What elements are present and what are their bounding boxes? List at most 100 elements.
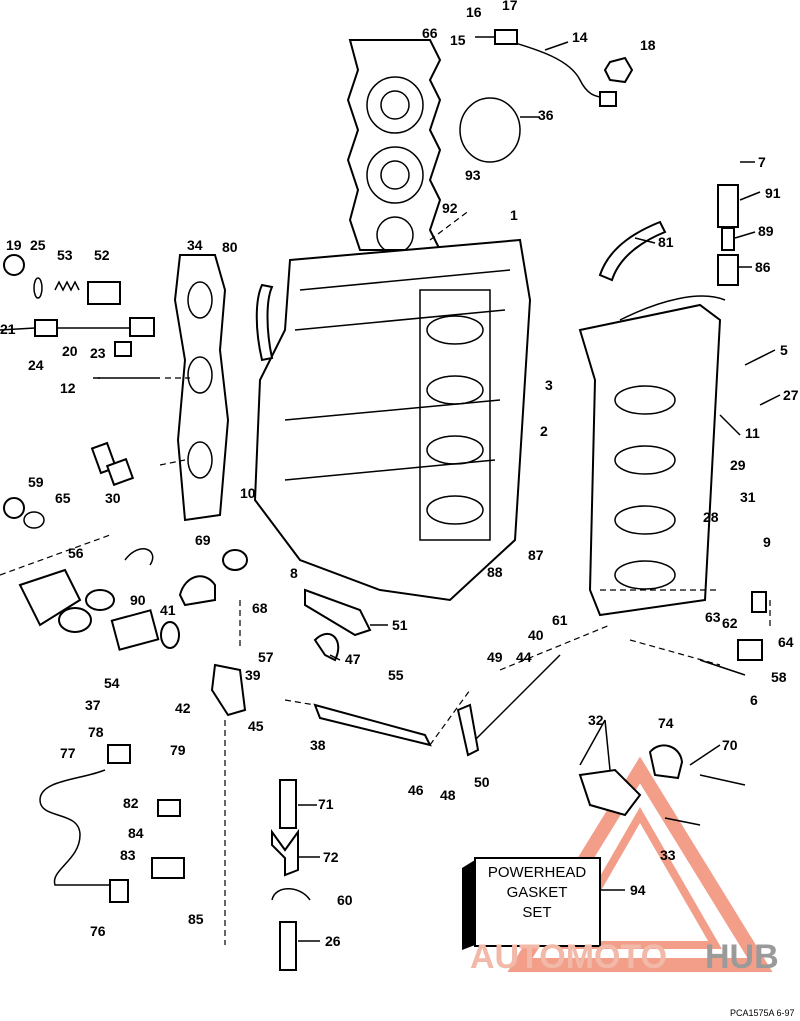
callout-label: 74: [658, 715, 674, 731]
bolt-70: [699, 774, 746, 786]
callout-label: 24: [28, 357, 44, 373]
fitting-86: [717, 254, 739, 286]
wire-harness-76: [39, 769, 110, 886]
callout-label: 17: [502, 0, 518, 13]
callout-label: 90: [130, 592, 146, 608]
cylinder-head-66: [346, 39, 442, 254]
callout-label: 44: [516, 649, 532, 665]
bracket-32: [578, 768, 642, 817]
callout-label: 8: [290, 565, 298, 581]
callout-label: 50: [474, 774, 490, 790]
callout-label: 7: [758, 154, 766, 170]
callout-label: 25: [30, 237, 46, 253]
callout-label: 87: [528, 547, 544, 563]
callout-label: 20: [62, 343, 78, 359]
cap-59: [3, 497, 25, 519]
nut-18: [603, 56, 634, 84]
connector-20: [129, 317, 155, 337]
gasket-box-line3: SET: [522, 904, 551, 921]
callout-label: 64: [778, 634, 794, 650]
callout-label: 93: [465, 167, 481, 183]
callout-label: 81: [658, 234, 674, 250]
callout-label: 76: [90, 923, 106, 939]
plate-45: [210, 663, 247, 717]
sensor-wire-14: [494, 29, 617, 107]
callout-leaders: [0, 36, 781, 942]
clip-60-bottom: [271, 888, 311, 901]
callout-label: 80: [222, 239, 238, 255]
callout-label: 40: [528, 627, 544, 643]
exhaust-cover-34: [173, 254, 230, 522]
grommet-23: [114, 341, 132, 357]
callout-label: 56: [68, 545, 84, 561]
watermark-text-automoto: AUTOMOTO: [470, 938, 667, 976]
callout-label: 41: [160, 602, 176, 618]
callout-label: 46: [408, 782, 424, 798]
callout-label: 86: [755, 259, 771, 275]
callout-label: 2: [540, 423, 548, 439]
callout-label: 79: [170, 742, 186, 758]
callout-label: 16: [466, 4, 482, 20]
callout-label: 29: [730, 457, 746, 473]
ring-65: [23, 511, 45, 529]
callout-label: 59: [28, 474, 44, 490]
callout-label: 89: [758, 223, 774, 239]
solenoid-56: [18, 568, 115, 633]
sleeve-90: [110, 609, 160, 651]
callout-label: 66: [422, 25, 438, 41]
arm-50: [456, 703, 480, 757]
callout-label: 30: [105, 490, 121, 506]
callout-label: 85: [188, 911, 204, 927]
callout-label: 62: [722, 615, 738, 631]
callout-label: 57: [258, 649, 274, 665]
callout-label: 70: [722, 737, 738, 753]
tee-72: [271, 828, 299, 877]
hose-71-top: [255, 283, 274, 362]
callout-label: 68: [252, 600, 268, 616]
callout-label: 10: [240, 485, 256, 501]
callout-label: 37: [85, 697, 101, 713]
callout-label: 19: [6, 237, 22, 253]
plug-19: [3, 254, 25, 276]
gasket-set-box: POWERHEAD GASKET SET 94: [462, 857, 646, 950]
bracket-58: [737, 639, 763, 661]
gasket-box-callout: 94: [630, 882, 646, 898]
callout-label: 71: [318, 796, 334, 812]
callout-label: 36: [538, 107, 554, 123]
callout-label: 5: [780, 342, 788, 358]
callout-label: 18: [640, 37, 656, 53]
hose-71-bottom: [279, 779, 297, 829]
sensor-78: [107, 744, 131, 764]
callout-label: 1: [510, 207, 518, 223]
callout-label: 60: [337, 892, 353, 908]
fitting-91: [717, 184, 739, 228]
bolt-33: [664, 817, 701, 826]
link-38: [313, 703, 432, 747]
fitting-89: [721, 227, 735, 251]
callout-labels: 1 2 3 5 6 7 8 9 10 11 12 14 15 16 17 18 …: [0, 0, 799, 949]
callout-label: 9: [763, 534, 771, 550]
reference-code: PCA1575A 6-97: [730, 1008, 795, 1018]
valve-52: [87, 281, 121, 305]
bracket-51: [304, 588, 372, 637]
clip-83: [151, 857, 185, 879]
callout-label: 61: [552, 612, 568, 628]
callout-label: 3: [545, 377, 553, 393]
callout-label: 53: [57, 247, 73, 263]
callout-label: 83: [120, 847, 136, 863]
hose-26: [279, 921, 297, 971]
crankcase-block: [253, 238, 532, 602]
callout-label: 26: [325, 933, 341, 949]
callout-label: 88: [487, 564, 503, 580]
callout-label: 58: [771, 669, 787, 685]
callout-label: 77: [60, 745, 76, 761]
clip-60: [124, 548, 154, 566]
hose-81: [598, 220, 667, 282]
gasket-box-line2: GASKET: [507, 884, 568, 901]
callout-label: 15: [450, 32, 466, 48]
callout-label: 39: [245, 667, 261, 683]
sensor-21: [34, 319, 58, 337]
callout-label: 23: [90, 345, 106, 361]
callout-label: 32: [588, 712, 604, 728]
